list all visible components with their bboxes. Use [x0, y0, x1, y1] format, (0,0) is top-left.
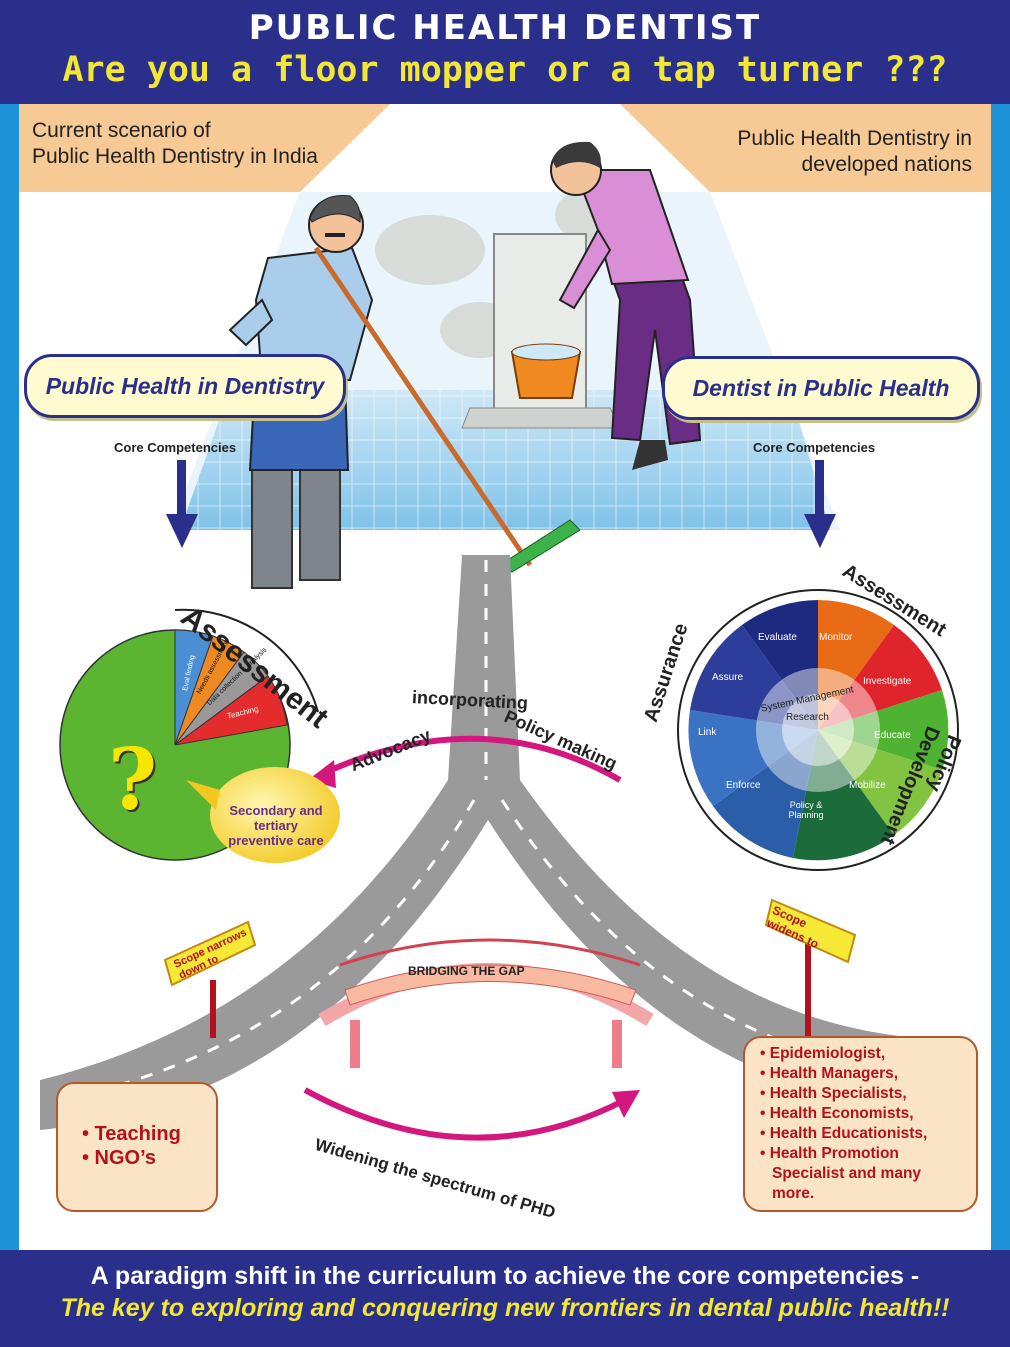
left-signpost [163, 920, 257, 1038]
public-health-in-dentistry-pill: Public Health in Dentistry [24, 354, 346, 418]
right-scope-item: • Health Educationists, [760, 1125, 928, 1142]
right-scope-item: • Health Specialists, [760, 1085, 907, 1102]
secondary-care-bubble [210, 767, 340, 863]
cloud-shape [375, 215, 485, 285]
right-scope-item: more. [772, 1185, 815, 1202]
right-scope-item: • Health Promotion [760, 1145, 899, 1162]
essential-services-wheel [677, 589, 959, 871]
right-corner-line1: Public Health Dentistry in [737, 127, 972, 150]
left-scope-list: • Teaching • NGO’s [82, 1122, 181, 1170]
wheel-research: Research [786, 712, 829, 723]
footer-line1: A paradigm shift in the curriculum to ac… [90, 1262, 920, 1290]
left-corner-banner [19, 104, 390, 192]
left-scope-item-teaching: • Teaching [82, 1123, 181, 1145]
right-scope-item: Specialist and many [772, 1165, 922, 1182]
question-mark: ? [108, 730, 158, 829]
footer-line2: The key to exploring and conquering new … [60, 1294, 950, 1322]
bridging-the-gap-label: BRIDGING THE GAP [408, 964, 525, 978]
floor-mopper-figure [228, 194, 581, 589]
wheel-enforce: Enforce [726, 780, 761, 791]
dentist-in-public-health-pill: Dentist in Public Health [662, 356, 980, 420]
left-scope-box [56, 1082, 218, 1212]
right-sidebar-stripe [991, 104, 1010, 1250]
wheel-policy: Policy & Planning [788, 800, 824, 820]
widening-arc-arrow [303, 1087, 627, 1141]
wheel-mobilize: Mobilize [849, 780, 886, 791]
wheel-investigate: Investigate [863, 676, 912, 687]
right-corner-banner [620, 104, 991, 192]
right-scope-item: • Epidemiologist, [760, 1045, 886, 1062]
right-corner-text: Public Health Dentistry in developed nat… [737, 126, 972, 178]
wheel-assure: Assure [712, 672, 744, 683]
right-down-arrow [804, 460, 836, 548]
wheel-monitor: Monitor [819, 632, 853, 643]
bridge [318, 938, 654, 1068]
right-signpost [764, 898, 857, 1045]
header-banner [0, 0, 1010, 104]
wheel-policy-line1: Policy & [789, 800, 823, 810]
widening-arrowhead [612, 1090, 640, 1118]
right-corner-line2: developed nations [801, 153, 972, 176]
wheel-link: Link [698, 727, 717, 738]
wheel-educate: Educate [874, 730, 911, 741]
sink-step [461, 407, 621, 429]
left-corner-text: Current scenario of Public Health Dentis… [32, 118, 318, 170]
advocacy-arc-arrow [318, 735, 622, 783]
right-scope-box [743, 1036, 978, 1212]
wheel-evaluate: Evaluate [758, 632, 797, 643]
left-scope-item-ngo: • NGO’s [82, 1147, 157, 1169]
wheel-policy-line2: Planning [788, 810, 824, 820]
footer-banner [0, 1250, 1010, 1347]
page-title: PUBLIC HEALTH DENTIST [248, 8, 762, 48]
secondary-care-text: Secondary and tertiary preventive care [228, 803, 324, 848]
right-scope-item: • Health Managers, [760, 1065, 899, 1082]
right-core-competencies: Core Competencies [753, 440, 876, 455]
left-down-arrow [166, 460, 198, 548]
illustration-canvas [19, 104, 991, 1141]
left-core-competencies: Core Competencies [114, 440, 237, 455]
right-scope-item: • Health Economists, [760, 1105, 914, 1122]
right-scope-list: • Epidemiologist, • Health Managers, • H… [760, 1044, 927, 1204]
forking-road [40, 555, 965, 1130]
page-subtitle: Are you a floor mopper or a tap turner ?… [62, 50, 948, 90]
left-corner-line2: Public Health Dentistry in India [32, 145, 318, 168]
left-sidebar-stripe [0, 104, 19, 1250]
left-corner-line1: Current scenario of [32, 119, 211, 142]
